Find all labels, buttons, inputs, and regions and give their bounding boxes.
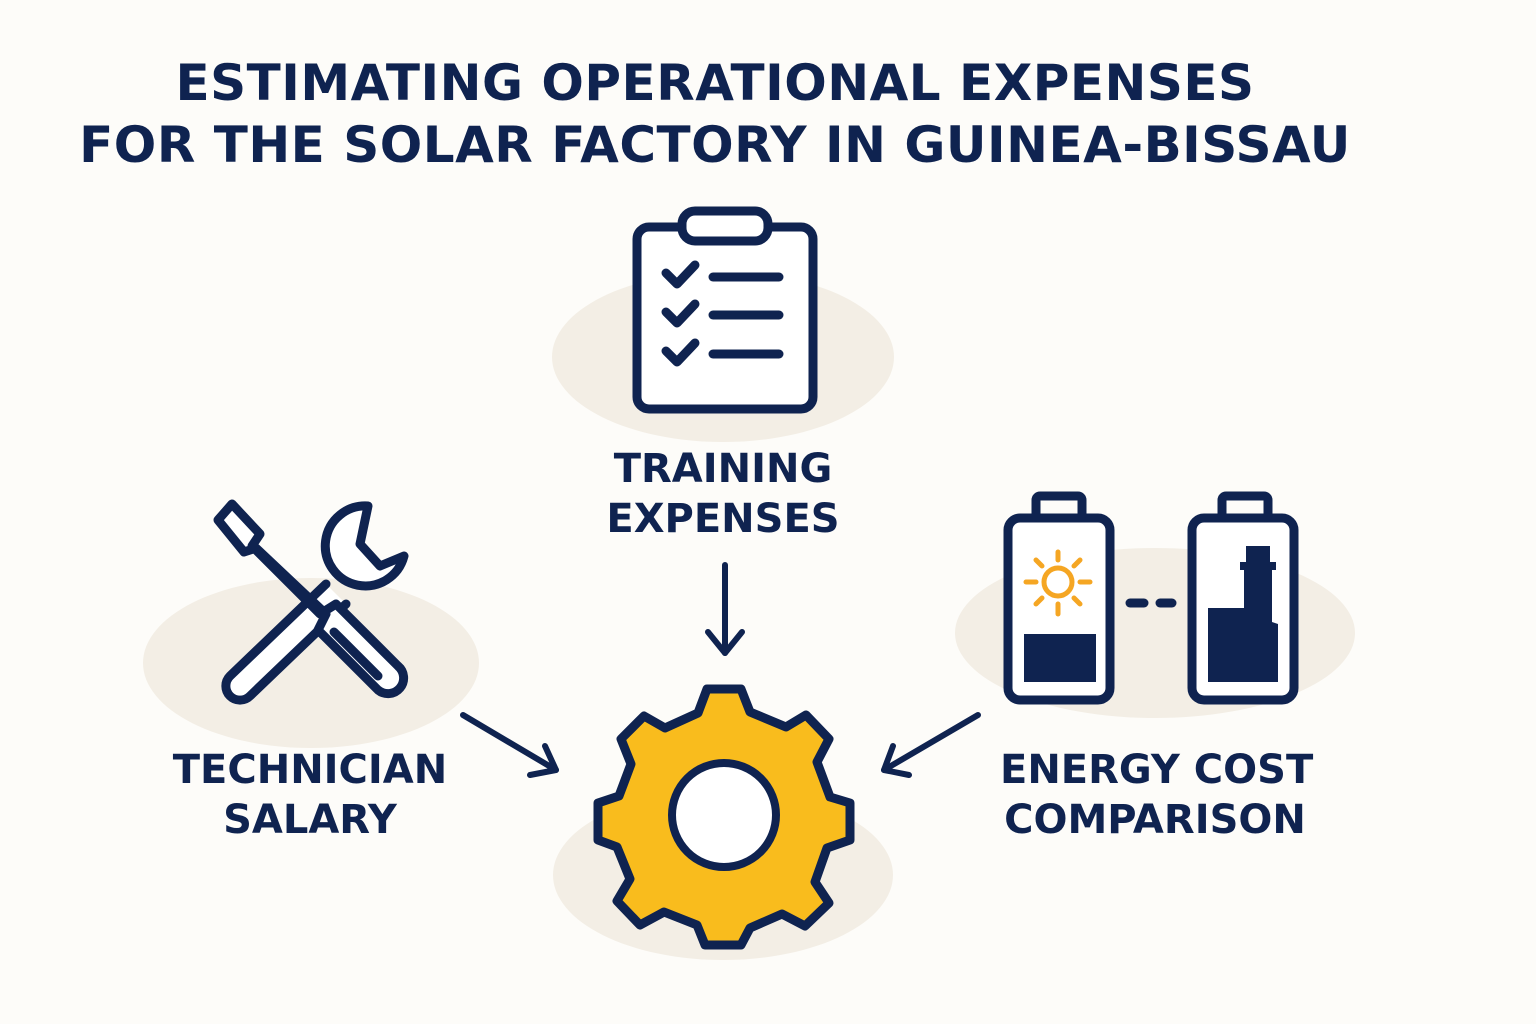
wrench-screwdriver-icon xyxy=(213,499,409,705)
sun-icon xyxy=(1023,549,1093,617)
clipboard-checklist-icon xyxy=(632,206,818,414)
technician-label-line-2: SALARY xyxy=(223,797,397,843)
energy-label-line-1: ENERGY COST xyxy=(1000,747,1314,793)
energy-cost-label: ENERGY COST COMPARISON xyxy=(1000,745,1314,845)
title-line-1: ESTIMATING OPERATIONAL EXPENSES xyxy=(175,54,1255,112)
gear-icon xyxy=(593,684,855,950)
page-title: ESTIMATING OPERATIONAL EXPENSES FOR THE … xyxy=(0,52,1430,176)
arrow-technician-to-gear xyxy=(460,712,559,778)
training-label-line-1: TRAINING xyxy=(613,446,833,492)
arrow-energy-to-gear xyxy=(881,712,981,778)
training-label-line-2: EXPENSES xyxy=(606,496,840,542)
arrow-training-to-gear xyxy=(705,562,745,656)
training-expenses-label: TRAINING EXPENSES xyxy=(573,444,873,544)
technician-salary-label: TECHNICIAN SALARY xyxy=(160,745,460,845)
technician-label-line-1: TECHNICIAN xyxy=(172,747,448,793)
battery-comparison-icon xyxy=(1003,491,1299,705)
title-line-2: FOR THE SOLAR FACTORY IN GUINEA-BISSAU xyxy=(79,116,1351,174)
energy-label-line-2: COMPARISON xyxy=(1004,797,1306,843)
